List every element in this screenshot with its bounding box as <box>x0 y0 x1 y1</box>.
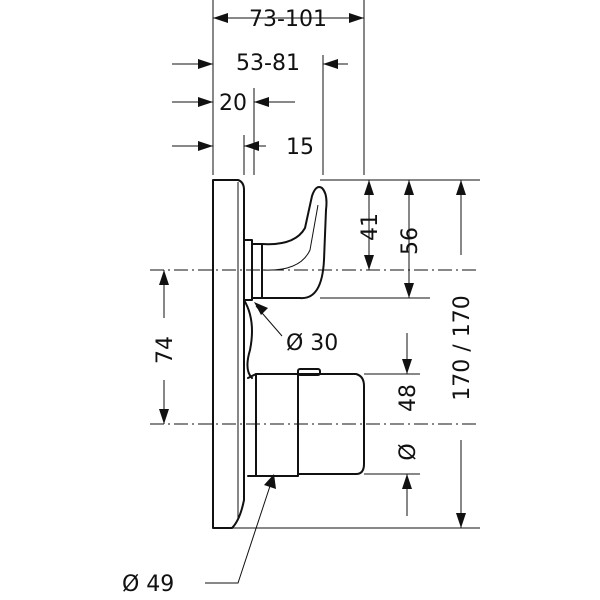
upper-handle-collar <box>251 243 263 299</box>
upper-lever-handle <box>261 186 328 300</box>
knob-height-label: 48 <box>396 384 421 412</box>
lower-knob-body <box>255 373 299 477</box>
upper-handle-height-label: 41 <box>358 213 383 241</box>
cover-height-label: 170 / 170 <box>450 295 475 400</box>
upper-diameter-label: Ø 30 <box>286 331 338 356</box>
lower-knob-stem <box>247 373 257 477</box>
upper-lever-inner <box>261 204 319 271</box>
knob-indicator <box>297 368 321 376</box>
depth-total-label: 73-101 <box>249 7 327 32</box>
centerlines <box>150 269 480 425</box>
plate-bulge <box>243 299 253 379</box>
plate-offset-label: 20 <box>219 91 247 116</box>
lower-knob-cap <box>297 373 365 475</box>
depth-body-label: 53-81 <box>236 51 300 76</box>
mixer-outline <box>212 179 365 529</box>
cover-plate <box>212 179 245 529</box>
extension-lines <box>212 0 480 529</box>
knob-diameter-label: Ø <box>396 443 421 460</box>
upper-handle-span-label: 56 <box>398 227 423 255</box>
dimension-labels: 73-101 53-81 20 15 41 56 170 / 170 74 48… <box>122 7 475 597</box>
dimension-lines <box>159 13 466 584</box>
lower-diameter-label: Ø 49 <box>122 572 174 597</box>
center-distance-label: 74 <box>153 336 178 364</box>
handle-offset-label: 15 <box>286 135 314 160</box>
